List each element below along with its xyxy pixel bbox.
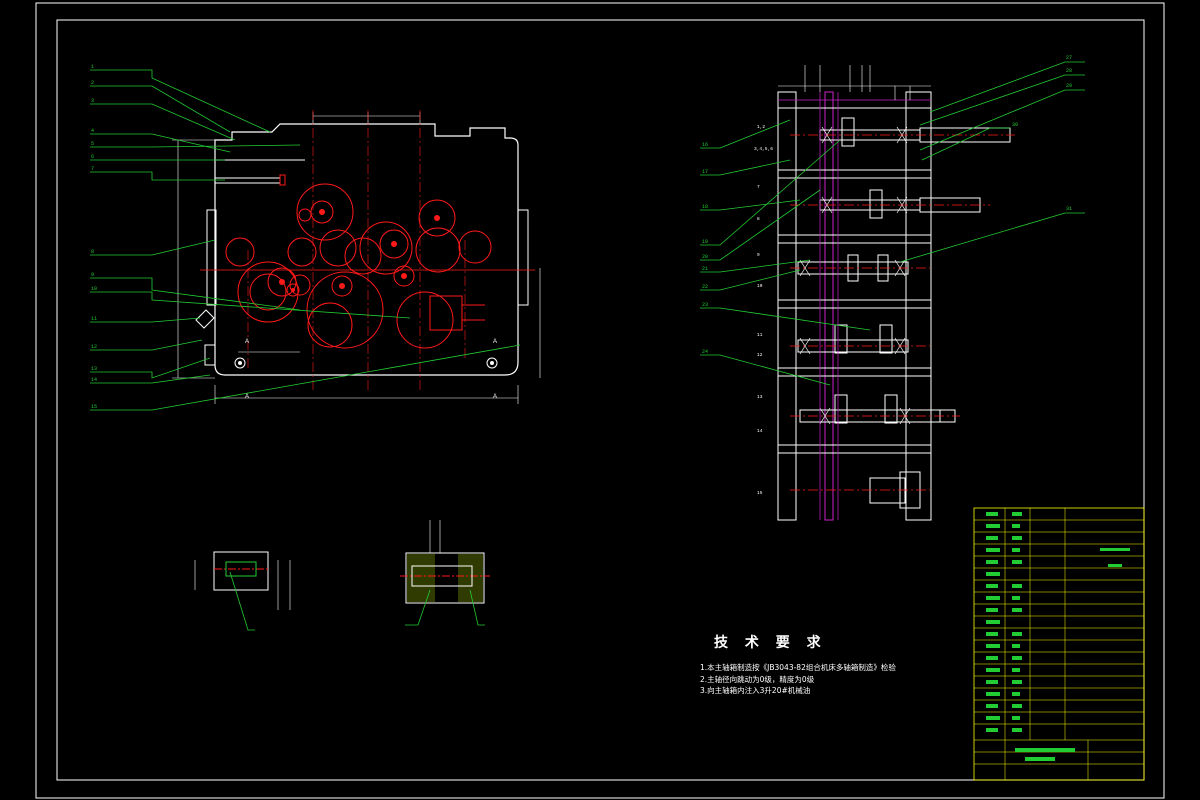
svg-text:11: 11: [91, 316, 97, 322]
drawing-frame: [56, 19, 1145, 781]
svg-text:14: 14: [757, 428, 763, 434]
svg-text:12: 12: [91, 344, 97, 350]
svg-text:10: 10: [757, 283, 763, 289]
svg-text:9: 9: [91, 272, 94, 278]
svg-text:3: 3: [91, 98, 94, 104]
svg-text:14: 14: [91, 377, 97, 383]
section-label: A: [245, 394, 249, 400]
svg-text:29: 29: [1066, 83, 1072, 89]
svg-text:12: 12: [757, 352, 763, 358]
section-label: A: [493, 339, 497, 345]
detail-view-left: [194, 551, 291, 631]
svg-text:18: 18: [702, 204, 708, 210]
svg-text:20: 20: [702, 254, 708, 260]
sheet-border: [35, 2, 1165, 799]
svg-text:21: 21: [702, 266, 708, 272]
svg-text:30: 30: [1012, 122, 1018, 128]
svg-text:22: 22: [702, 284, 708, 290]
title-block: [973, 507, 1145, 781]
requirement-item: 1.本主轴箱制造按《JB3043-82组合机床多轴箱制造》检验: [700, 663, 896, 672]
technical-requirements-title: 技 术 要 求: [714, 635, 827, 651]
requirement-item: 3.向主轴箱内注入3升20#机械油: [700, 686, 811, 695]
leader-lines-section: [700, 61, 1085, 386]
svg-text:31: 31: [1066, 206, 1072, 212]
requirement-item: 2.主轴径向跳动为0级，精度为0级: [700, 674, 815, 684]
svg-text:8: 8: [757, 216, 760, 222]
svg-text:16: 16: [702, 142, 708, 148]
svg-text:7: 7: [91, 166, 94, 172]
svg-text:23: 23: [702, 302, 708, 308]
svg-text:1: 1: [91, 64, 94, 70]
svg-text:6: 6: [91, 154, 94, 160]
svg-text:7: 7: [757, 184, 760, 190]
part-numbers-section: 27 28 29 30 31 16 17 18 19 20 21 22 23 24: [702, 55, 1072, 355]
section-label: A: [245, 339, 249, 345]
svg-text:27: 27: [1066, 55, 1072, 61]
shaft-labels: 1,2 3,4,5,6 7 8 9 10 11 12 13 14 15: [754, 124, 773, 496]
section-markers: A A A A: [245, 339, 497, 400]
svg-text:11: 11: [757, 332, 763, 338]
svg-text:2: 2: [91, 80, 94, 86]
svg-text:4: 4: [91, 128, 94, 134]
svg-text:10: 10: [91, 286, 97, 292]
svg-text:15: 15: [91, 404, 97, 410]
svg-text:28: 28: [1066, 68, 1072, 74]
svg-text:3,4,5,6: 3,4,5,6: [754, 146, 773, 152]
section-label: A: [493, 394, 497, 400]
svg-text:17: 17: [702, 169, 708, 175]
svg-text:15: 15: [757, 490, 763, 496]
technical-requirements: 技 术 要 求 1.本主轴箱制造按《JB3043-82组合机床多轴箱制造》检验 …: [700, 632, 896, 697]
leader-lines-main: [90, 69, 521, 411]
detail-view-right: [400, 520, 490, 626]
svg-text:19: 19: [702, 239, 708, 245]
svg-text:1,2: 1,2: [757, 124, 765, 130]
svg-text:13: 13: [91, 366, 97, 372]
svg-text:24: 24: [702, 349, 708, 355]
svg-text:5: 5: [91, 141, 94, 147]
main-front-view: [172, 110, 541, 404]
svg-text:13: 13: [757, 394, 763, 400]
svg-text:9: 9: [757, 252, 760, 258]
svg-text:8: 8: [91, 249, 94, 255]
unfolded-section-view: [777, 65, 1015, 521]
